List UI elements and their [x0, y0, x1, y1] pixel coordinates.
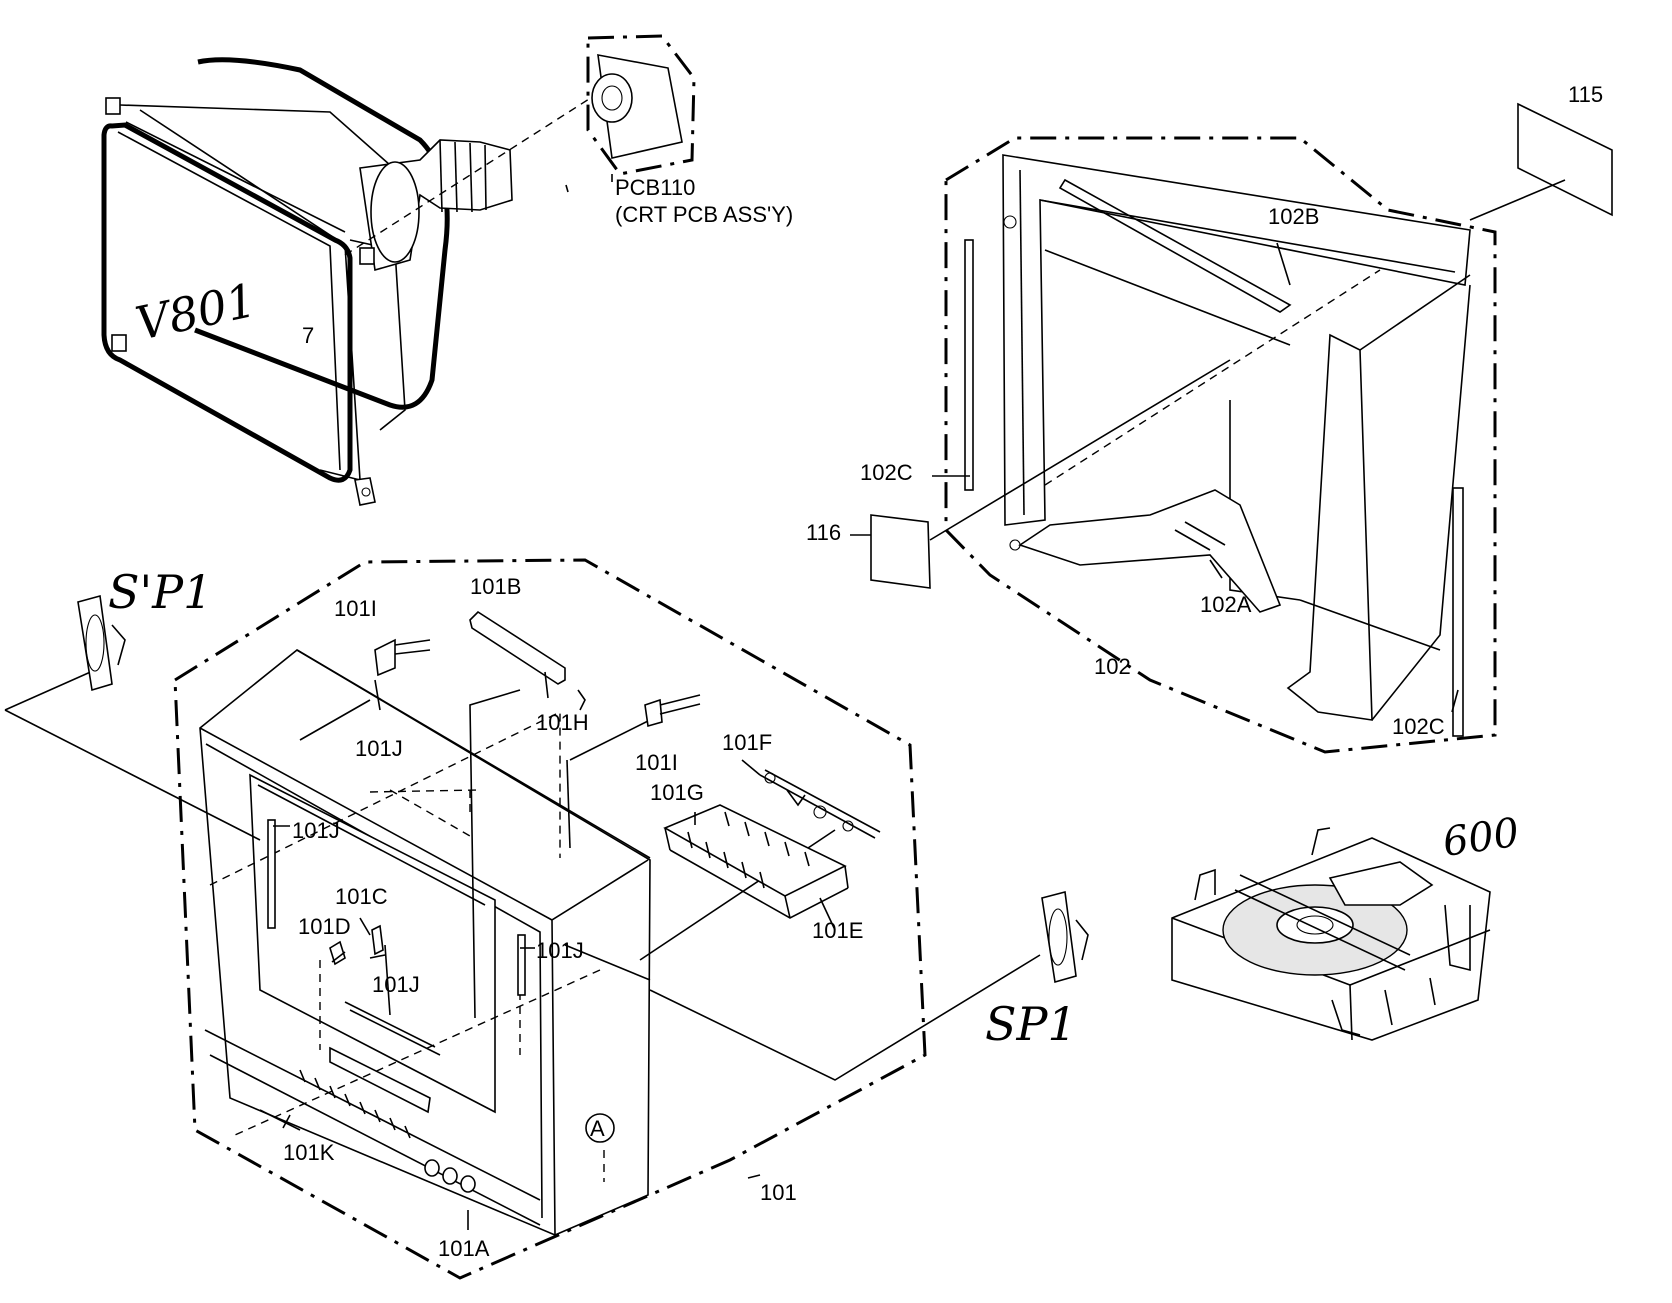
- label-101i-right: 101I: [635, 750, 678, 775]
- label-115: 115: [1568, 82, 1603, 107]
- v801-label: V801: [131, 273, 261, 351]
- label-101a: 101A: [438, 1236, 490, 1261]
- label-101j-left: 101J: [292, 818, 340, 843]
- label-102c-left: 102C: [860, 460, 913, 485]
- pcb110-crt-pcb: PCB110 (CRT PCB ASS'Y): [565, 34, 793, 227]
- label-116: 116: [806, 520, 841, 545]
- label-600: 600: [1440, 810, 1522, 866]
- label-101i-left: 101I: [334, 596, 377, 621]
- speaker-right: SP1: [985, 890, 1089, 1051]
- label-101e: 101E: [812, 918, 863, 943]
- label-101c: 101C: [335, 884, 388, 909]
- label-101j-center: 101J: [372, 972, 420, 997]
- speaker-left: S'P1: [77, 565, 212, 692]
- front-cabinet-101: 101I 101B 101H 101J 101I 101F 101G 101J …: [4, 558, 1041, 1280]
- label-101d: 101D: [298, 914, 351, 939]
- label-101f: 101F: [722, 730, 772, 755]
- label-102: 102: [1094, 654, 1131, 679]
- back-cabinet-102: 115 102B 102C 116 102A 102 102C: [806, 82, 1613, 754]
- label-101b: 101B: [470, 574, 521, 599]
- label-101g: 101G: [650, 780, 704, 805]
- crt-pcb-assy-label: (CRT PCB ASS'Y): [615, 202, 793, 227]
- label-102b: 102B: [1268, 204, 1319, 229]
- label-101: 101: [760, 1180, 797, 1205]
- label-101j-top: 101J: [355, 736, 403, 761]
- sp1-left-label: S'P1: [108, 565, 212, 619]
- label-102c-right: 102C: [1392, 714, 1445, 739]
- sp1-right-label: SP1: [985, 997, 1077, 1051]
- label-101k: 101K: [283, 1140, 335, 1165]
- seven-label: 7: [302, 323, 314, 348]
- dvd-mechanism-600: 600: [1171, 810, 1522, 1041]
- label-102a: 102A: [1200, 592, 1252, 617]
- label-101j-right: 101J: [536, 938, 584, 963]
- circle-a-label: A: [590, 1116, 605, 1141]
- crt-tube-v801: V801 7: [101, 57, 601, 506]
- label-101h: 101H: [536, 710, 589, 735]
- pcb110-label: PCB110: [615, 175, 695, 200]
